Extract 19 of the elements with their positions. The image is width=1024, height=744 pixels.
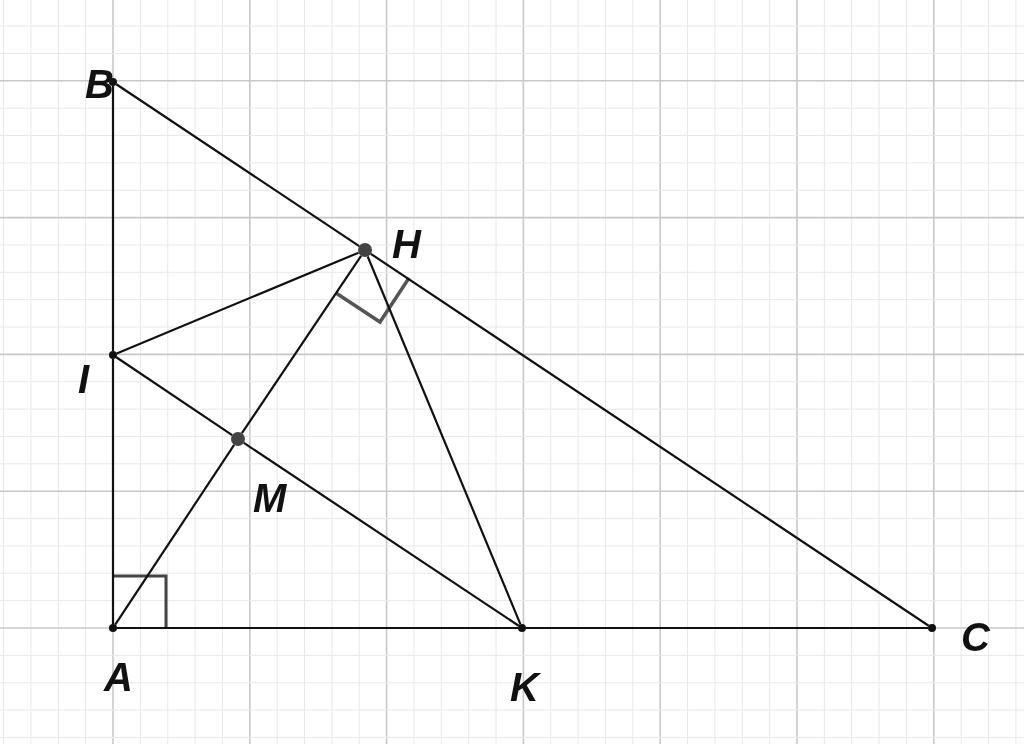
line-segment xyxy=(114,444,236,626)
line-segment xyxy=(243,441,520,627)
point-label: B xyxy=(85,64,114,104)
line-segment xyxy=(526,626,928,630)
line-segment xyxy=(116,251,359,355)
point-label: C xyxy=(961,617,990,657)
line-segment xyxy=(111,86,115,351)
line-segment xyxy=(115,83,360,248)
line-segment xyxy=(111,359,115,624)
point-label: K xyxy=(510,667,539,707)
point-label: M xyxy=(253,478,287,518)
line-segment xyxy=(370,252,930,627)
point-label: I xyxy=(78,359,90,399)
line-segment xyxy=(366,256,522,625)
point-label: A xyxy=(104,657,133,697)
line-segment xyxy=(241,255,362,434)
line-segment xyxy=(117,626,518,630)
point-label: H xyxy=(392,224,421,264)
line-segment xyxy=(115,356,233,436)
